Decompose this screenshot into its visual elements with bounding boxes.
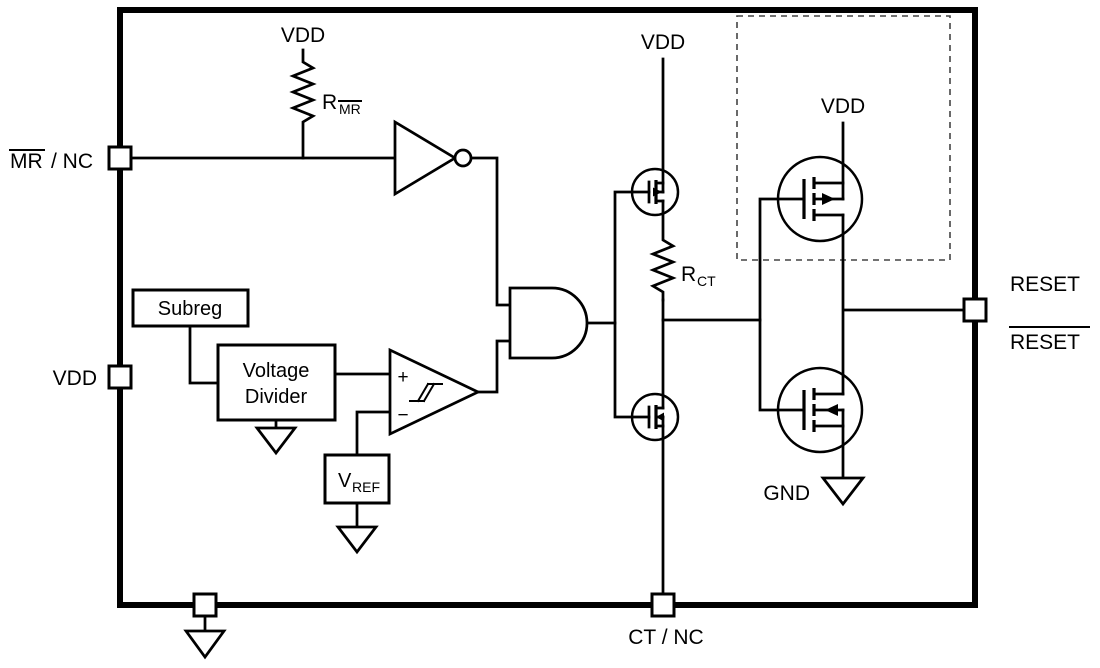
mr-pin-label-bar: MR	[10, 150, 43, 173]
subreg-block	[131, 288, 250, 328]
vref-label-base: V	[338, 470, 352, 492]
vref-label-sub: REF	[352, 479, 380, 495]
subreg-label: Subreg	[158, 298, 223, 320]
ct-nmos-circle	[630, 392, 680, 442]
voltage-divider-block	[216, 343, 337, 422]
ct-pin-label: CT / NC	[628, 626, 703, 649]
wires	[129, 48, 966, 633]
vdd-label-ct-rail: VDD	[641, 31, 685, 54]
rct-label-sub: CT	[697, 273, 716, 289]
reset-pin	[962, 297, 988, 323]
small-mosfet-gate-wire	[613, 190, 651, 419]
vref-block	[323, 453, 391, 505]
hysteresis-icon	[409, 382, 443, 403]
rmr-label-sub: MR	[339, 101, 361, 117]
gnd-symbol-vref-icon	[335, 525, 379, 555]
output-nmos	[776, 366, 864, 454]
output-pmos-circle	[776, 155, 864, 243]
output-nmos-circle	[776, 366, 864, 454]
gnd-symbol-divider-icon	[254, 426, 298, 456]
gnd-label: GND	[763, 482, 810, 505]
inverter	[393, 119, 473, 197]
ct-pmos-circle	[630, 167, 680, 217]
voltage-divider-label-line1: Voltage	[243, 360, 310, 382]
inverter-bubble	[453, 148, 473, 168]
vdd-label-pullup: VDD	[281, 24, 325, 47]
ct-pmos-arrow-icon	[653, 187, 662, 197]
mr-pin-label-rest: / NC	[51, 150, 93, 173]
comparator-minus-label: −	[397, 405, 408, 426]
ct-nmos	[630, 392, 680, 442]
gnd-pin	[192, 592, 218, 618]
gnd-symbol-output-icon	[820, 476, 866, 507]
and-gate	[508, 286, 589, 360]
vdd-pin	[107, 364, 133, 390]
vdd-label-output-stage: VDD	[821, 95, 865, 118]
mr-pin	[107, 145, 133, 171]
comparator-to-and-wire	[476, 339, 512, 394]
output-pmos-arrow-icon	[822, 193, 835, 205]
rct-label-base: R	[681, 263, 696, 286]
reset-bar-label: RESET	[1010, 331, 1080, 354]
pullup-resistor-symbol	[289, 48, 317, 160]
ct-pmos	[630, 167, 680, 217]
output-pmos	[776, 155, 864, 243]
reset-label: RESET	[1010, 273, 1080, 296]
comparator	[388, 347, 482, 437]
inverter-triangle	[393, 119, 458, 197]
ct-nmos-arrow-icon	[656, 412, 664, 422]
comparator-plus-label: +	[397, 367, 408, 388]
gnd-symbol-pin-icon	[183, 629, 227, 660]
inverter-to-and-wire	[469, 156, 512, 307]
vref-to-comparator-wire	[355, 410, 392, 457]
vdd-pin-label: VDD	[53, 367, 97, 390]
output-stage-gate-wire	[758, 197, 806, 412]
subreg-link-wire	[188, 324, 220, 385]
comparator-triangle	[388, 347, 482, 437]
reset-output-wire	[841, 213, 966, 396]
ct-pin	[650, 592, 676, 618]
ct-resistor-symbol	[649, 199, 677, 302]
voltage-divider-label-line2: Divider	[245, 386, 308, 408]
rmr-label-base: R	[322, 91, 337, 114]
output-nmos-arrow-icon	[825, 404, 838, 416]
